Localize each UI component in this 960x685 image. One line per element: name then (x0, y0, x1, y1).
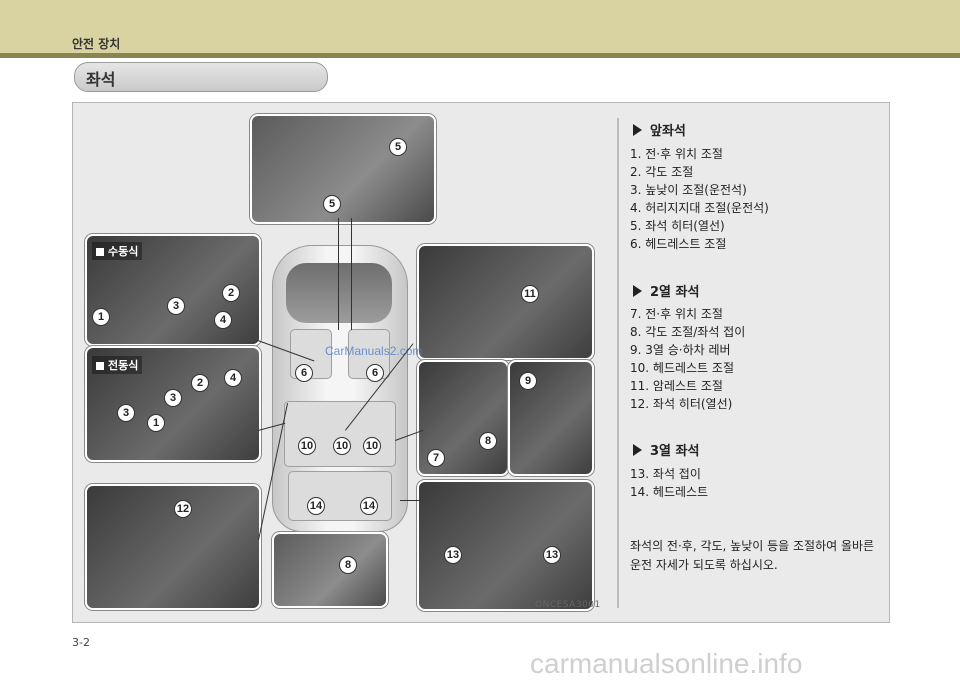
callout-3: 3 (167, 297, 185, 315)
power-seat-label: 전동식 (92, 356, 143, 374)
callout-14: 14 (307, 497, 325, 515)
leader-line (350, 218, 352, 330)
instruction-note: 좌석의 전·후, 각도, 높낮이 등을 조절하여 올바른 운전 자세가 되도록 … (630, 539, 875, 572)
header-band (0, 0, 960, 53)
callout-2: 2 (191, 374, 209, 392)
callout-1: 1 (147, 414, 165, 432)
photo-second-row-armrest (417, 244, 594, 360)
section-title-pill (74, 62, 328, 92)
triangle-bullet-icon (633, 285, 642, 297)
page-number: 3-2 (72, 636, 90, 649)
third-row-list: 13. 좌석 접이 14. 헤드레스트 (630, 465, 708, 501)
callout-11: 11 (521, 285, 539, 303)
leader-line (337, 218, 339, 330)
list-item: 6. 헤드레스트 조절 (630, 237, 727, 251)
callout-10: 10 (298, 437, 316, 455)
list-item: 13. 좌석 접이 (630, 467, 701, 481)
figure-divider (617, 118, 619, 608)
second-row-list: 7. 전·후 위치 조절 8. 각도 조절/좌석 접이 9. 3열 승·하차 레… (630, 305, 745, 413)
figure-watermark: CarManuals2.com (325, 344, 423, 358)
square-icon (96, 248, 104, 256)
third-row-bench (288, 471, 392, 521)
footer-watermark: carmanualsonline.info (530, 648, 803, 679)
third-row-heading: 3열 좌석 (633, 440, 699, 459)
list-item: 4. 허리지지대 조절(운전석) (630, 201, 769, 215)
list-item: 9. 3열 승·하차 레버 (630, 343, 731, 357)
list-item: 5. 좌석 히터(열선) (630, 219, 725, 233)
photo-third-row-seats (417, 480, 594, 611)
section-title: 좌석 (86, 70, 116, 89)
list-item: 3. 높낮이 조절(운전석) (630, 183, 747, 197)
callout-13: 13 (444, 546, 462, 564)
car-windshield (286, 263, 392, 323)
callout-5: 5 (323, 195, 341, 213)
callout-6: 6 (366, 364, 384, 382)
callout-4: 4 (224, 369, 242, 387)
header-rule (0, 53, 960, 58)
second-row-bench (284, 401, 396, 467)
callout-8: 8 (479, 432, 497, 450)
callout-14: 14 (360, 497, 378, 515)
list-item: 10. 헤드레스트 조절 (630, 361, 734, 375)
callout-5: 5 (389, 138, 407, 156)
list-item: 14. 헤드레스트 (630, 485, 709, 499)
callout-8: 8 (339, 556, 357, 574)
callout-10: 10 (363, 437, 381, 455)
photo-rear-heater-switch (272, 532, 388, 608)
list-item: 2. 각도 조절 (630, 165, 694, 179)
list-item: 7. 전·후 위치 조절 (630, 307, 723, 321)
chapter-title: 안전 장치 (72, 37, 121, 51)
list-item: 8. 각도 조절/좌석 접이 (630, 325, 746, 339)
callout-13: 13 (543, 546, 561, 564)
callout-7: 7 (427, 449, 445, 467)
photo-door-heater-switch (85, 484, 261, 610)
car-top-view (272, 245, 408, 532)
callout-1: 1 (92, 308, 110, 326)
leader-line (400, 500, 420, 502)
figure-code: ONCESA3001 (535, 600, 601, 610)
callout-2: 2 (222, 284, 240, 302)
square-icon (96, 362, 104, 370)
list-item: 12. 좌석 히터(열선) (630, 397, 733, 411)
front-seat-list: 1. 전·후 위치 조절 2. 각도 조절 3. 높낮이 조절(운전석) 4. … (630, 145, 769, 253)
callout-6: 6 (295, 364, 313, 382)
callout-10: 10 (333, 437, 351, 455)
callout-3: 3 (117, 404, 135, 422)
callout-12: 12 (174, 500, 192, 518)
triangle-bullet-icon (633, 444, 642, 456)
manual-seat-label: 수동식 (92, 242, 143, 260)
callout-3: 3 (164, 389, 182, 407)
list-item: 11. 암레스트 조절 (630, 379, 723, 393)
callout-9: 9 (519, 372, 537, 390)
second-row-heading: 2열 좌석 (633, 281, 699, 300)
callout-4: 4 (214, 311, 232, 329)
front-seat-heading: 앞좌석 (633, 120, 686, 139)
list-item: 1. 전·후 위치 조절 (630, 147, 723, 161)
photo-console-heater-switch (250, 114, 436, 224)
triangle-bullet-icon (633, 124, 642, 136)
